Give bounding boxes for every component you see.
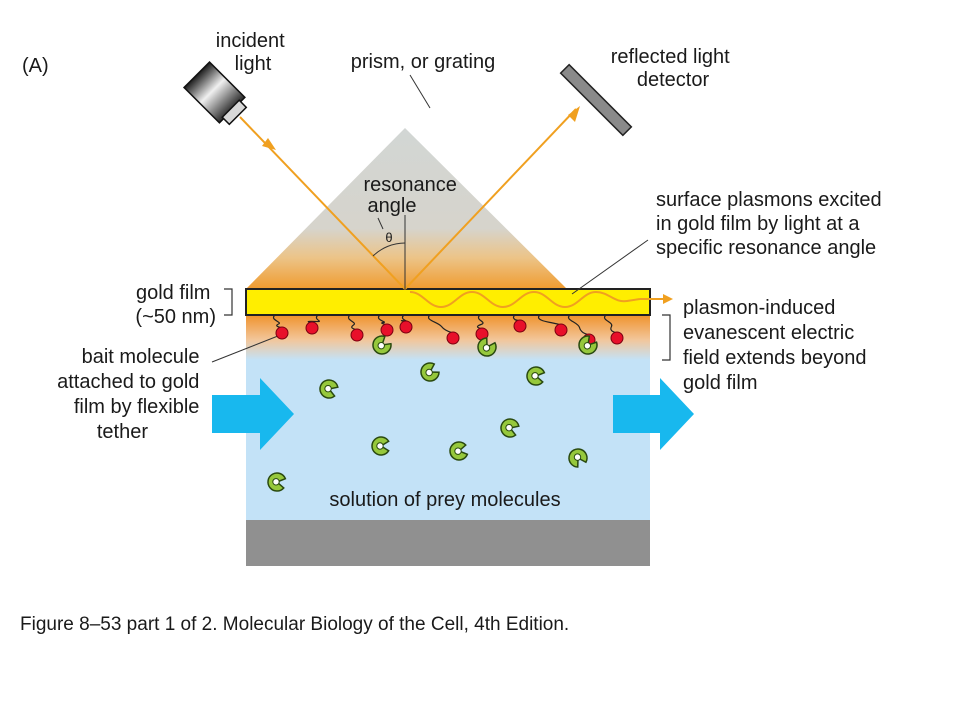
evanescent-label: plasmon-induced evanescent electric fiel… [683, 297, 872, 394]
bait-molecule [275, 326, 289, 340]
angle-arc [372, 242, 406, 257]
bait-line-3: film by flexible [74, 396, 200, 418]
bait-molecule [380, 323, 394, 337]
bound-prey-molecule [477, 337, 497, 357]
gold-film-line-2: (~50 nm) [135, 306, 216, 328]
inflow-arrow [212, 378, 294, 450]
plasmon-leader [571, 239, 649, 295]
surface-plasmons-line-3: specific resonance angle [656, 237, 876, 259]
bound-prey-molecule [578, 335, 598, 355]
prey-molecule [267, 472, 287, 492]
bait-line-2: attached to gold [57, 371, 199, 393]
evanescent-line-3: field extends beyond [683, 347, 866, 369]
tether [273, 314, 283, 329]
prey-molecule [568, 448, 588, 468]
plasmon-wave [409, 290, 641, 309]
gold-film [245, 288, 651, 316]
prey-molecule [526, 366, 546, 386]
prism-label: prism, or grating [351, 51, 496, 73]
bait-molecule [513, 319, 527, 333]
gold-film-bracket [224, 288, 233, 316]
bait-molecule [350, 328, 364, 342]
detector-icon [559, 63, 633, 137]
prey-molecule [319, 379, 339, 399]
outflow-arrow [613, 378, 694, 450]
light-source-lamp-icon [182, 60, 248, 126]
prism [245, 128, 568, 290]
prey-molecule [500, 418, 520, 438]
incident-beam-arrow [262, 138, 276, 150]
gold-film-label: gold film (~50 nm) [135, 282, 216, 328]
prey-molecule [449, 441, 469, 461]
prism-leader [409, 74, 431, 109]
prey-molecule [420, 362, 440, 382]
evanescent-line-4: gold film [683, 372, 757, 394]
surface-plasmons-line-2: in gold film by light at a [656, 213, 860, 235]
bait-molecule [305, 321, 319, 335]
evanescent-bracket [662, 314, 671, 361]
bait-molecule [610, 331, 624, 345]
figure-caption: Figure 8–53 part 1 of 2. Molecular Biolo… [20, 614, 569, 635]
resonance-angle-line-2: angle [368, 195, 417, 217]
prey-molecule [371, 436, 390, 456]
resonance-angle-line-1: resonance [364, 174, 457, 196]
bait-molecule [446, 331, 460, 345]
base-plate [246, 520, 650, 566]
tether [604, 314, 618, 334]
tether [428, 314, 454, 334]
evanescent-line-1: plasmon-induced [683, 297, 835, 319]
solution-label: solution of prey molecules [329, 489, 560, 511]
prey-molecules [267, 335, 598, 492]
bait-line-4: tether [97, 421, 148, 443]
tether [378, 314, 388, 326]
bait-line-1: bait molecule [82, 346, 200, 368]
surface-plasmons-line-1: surface plasmons excited [656, 189, 882, 211]
evanescent-line-2: evanescent electric [683, 322, 854, 344]
reflected-beam-arrow [568, 106, 580, 122]
bound-prey-molecule [372, 335, 392, 355]
tether [538, 314, 562, 326]
detector-label: reflected light detector [611, 46, 736, 91]
tether [476, 314, 484, 330]
panel-label: (A) [22, 55, 49, 77]
incident-light-line-2: light [235, 53, 272, 75]
detector-line-2: detector [637, 69, 710, 91]
gold-film-line-1: gold film [136, 282, 210, 304]
tether [348, 314, 358, 331]
surface-plasmons-label: surface plasmons excited in gold film by… [656, 189, 887, 259]
bait-leader [211, 331, 289, 363]
theta-symbol: θ [385, 230, 392, 245]
detector-line-1: reflected light [611, 46, 730, 68]
bait-molecule [399, 320, 413, 334]
resonance-angle-label: resonance angle [364, 174, 463, 217]
theta-leader [377, 217, 384, 230]
incident-light-label: incident light [216, 30, 291, 75]
tether [568, 314, 590, 336]
bait-label: bait molecule attached to gold film by f… [57, 346, 205, 443]
reflected-beam [404, 108, 577, 290]
bait-molecule [554, 323, 568, 337]
incident-light-line-1: incident [216, 30, 285, 52]
bait-tethers [273, 314, 624, 347]
